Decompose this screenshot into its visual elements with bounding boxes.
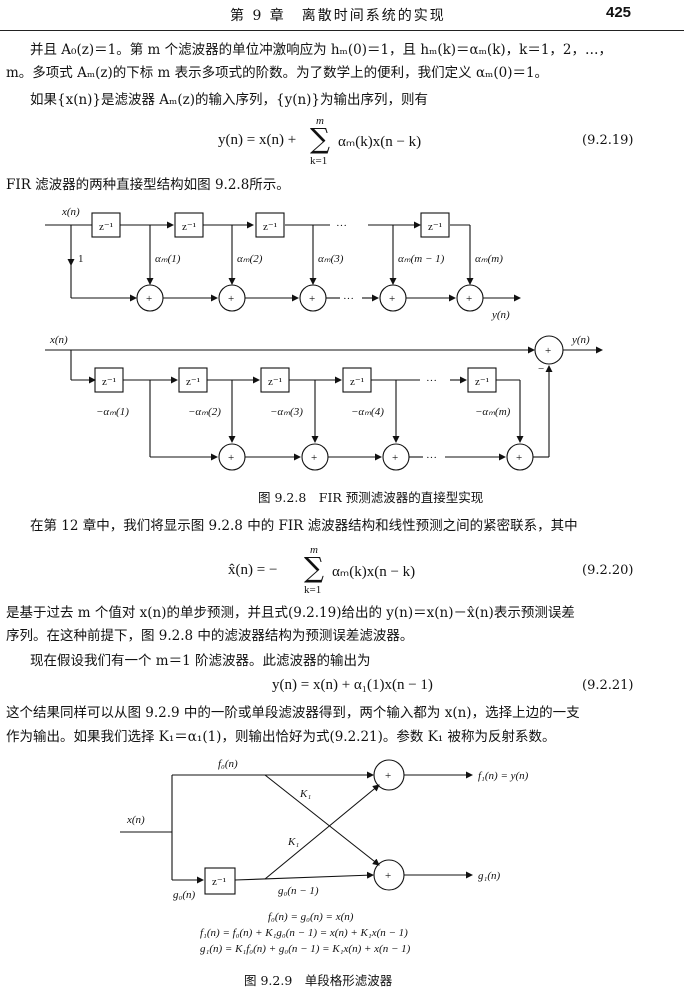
equation-9-2-20-rhs: αₘ(k)x(n − k) xyxy=(332,564,416,580)
figure-9-2-8-diagram: x(n) z⁻¹ z⁻¹ z⁻¹ z⁻¹ ··· 1 αₘ(1) αₘ(2) α… xyxy=(45,206,603,471)
bottom-gain-4: −αₘ(4) xyxy=(351,406,384,418)
bottom-delay-label-3: z⁻¹ xyxy=(268,376,282,388)
bottom-delay-label-5: z⁻¹ xyxy=(475,376,489,388)
top-gain-2: αₘ(2) xyxy=(237,253,263,265)
top-adder-sign-5: + xyxy=(466,293,472,305)
bottom-adder-sign-1: + xyxy=(228,452,234,464)
bottom-minus-sign: − xyxy=(538,363,544,375)
top-adder-sign-3: + xyxy=(309,293,315,305)
equation-9-2-19-number: (9.2.19) xyxy=(582,133,634,148)
top-delay-label-1: z⁻¹ xyxy=(99,221,113,233)
lattice-equation-1: f₀(n) = g₀(n) = x(n) xyxy=(268,911,354,923)
paragraph-1-line-2: m。多项式 Aₘ(z)的下标 m 表示多项式的阶数。为了数学上的便利，我们定义 … xyxy=(6,65,549,81)
top-ellipsis-upper: ··· xyxy=(336,220,347,232)
bottom-gain-1: −αₘ(1) xyxy=(96,406,129,418)
top-delay-label-3: z⁻¹ xyxy=(263,221,277,233)
equation-9-2-21: y(n) = x(n) + α₁(1)x(n − 1) xyxy=(272,677,433,693)
lattice-k1-top-label: K₁ xyxy=(299,788,311,800)
top-delay-box-2 xyxy=(174,212,204,238)
paragraph-2: 如果{x(n)}是滤波器 Aₘ(z)的输入序列，{y(n)}为输出序列，则有 xyxy=(30,92,429,108)
equation-9-2-20-lhs: x̂(n) = − xyxy=(228,562,278,578)
page-header xyxy=(0,0,684,31)
paragraph-7-line-1: 这个结果同样可以从图 9.2.9 中的一阶或单段滤波器得到，两个输入都为 x(n… xyxy=(6,705,580,721)
equation-9-2-20-sum-top: m xyxy=(310,544,318,556)
bottom-delay-label-4: z⁻¹ xyxy=(350,376,364,388)
page-number: 425 xyxy=(606,4,632,21)
equation-9-2-19-lhs: y(n) = x(n) + xyxy=(218,132,297,148)
top-gain-m: αₘ(m) xyxy=(475,253,503,265)
bottom-gain-2: −αₘ(2) xyxy=(188,406,221,418)
lattice-delay-label: z⁻¹ xyxy=(212,876,226,888)
paragraph-5-line-1: 是基于过去 m 个值对 x(n)的单步预测，并且式(9.2.19)给出的 y(n… xyxy=(6,605,575,621)
bottom-delay-label-1: z⁻¹ xyxy=(102,376,116,388)
bottom-adder-sign-3: + xyxy=(392,452,398,464)
equation-9-2-19-sum-bottom: k=1 xyxy=(310,155,328,167)
figure-9-2-9-caption: 图 9.2.9 单段格形滤波器 xyxy=(244,973,393,988)
lattice-f0-label: f₀(n) xyxy=(218,758,238,770)
bottom-adder-sign-2: + xyxy=(311,452,317,464)
top-input-label: x(n) xyxy=(61,206,80,218)
paragraph-5-line-2: 序列。在这种前提下，图 9.2.8 中的滤波器结构为预测误差滤波器。 xyxy=(6,628,414,644)
bottom-gain-m: −αₘ(m) xyxy=(475,406,511,418)
lattice-lower-adder-sign: + xyxy=(385,870,391,882)
top-gain-1: αₘ(1) xyxy=(155,253,181,265)
bottom-delay-label-2: z⁻¹ xyxy=(186,376,200,388)
figure-9-2-9-diagram: x(n) f₀(n) g₀(n) z⁻¹ g₀(n − 1) K₁ K₁ + +… xyxy=(120,758,529,955)
bottom-output-label: y(n) xyxy=(571,334,590,346)
top-adder-sign-2: + xyxy=(228,293,234,305)
lattice-f1-output-label: f₁(n) = y(n) xyxy=(478,770,529,782)
top-delay-box-3 xyxy=(255,212,285,238)
bottom-input-label: x(n) xyxy=(49,334,68,346)
lattice-equation-3: g₁(n) = K₁f₀(n) + g₀(n − 1) = K₁x(n) + x… xyxy=(200,943,411,955)
equation-9-2-21-number: (9.2.21) xyxy=(582,678,634,693)
lattice-k1-bottom-label: K₁ xyxy=(287,836,299,848)
top-gain-3: αₘ(3) xyxy=(318,253,344,265)
lattice-delay-box xyxy=(204,867,236,895)
paragraph-1-line-1: 并且 A₀(z)＝1。第 m 个滤波器的单位冲激响应为 hₘ(0)＝1，且 hₘ… xyxy=(30,42,612,58)
equation-9-2-19-sum-top: m xyxy=(316,115,324,127)
lattice-upper-adder-sign: + xyxy=(385,770,391,782)
lattice-g0-label: g₀(n) xyxy=(173,889,195,901)
equation-9-2-20-sigma: ∑ xyxy=(304,551,324,584)
top-delay-label-4: z⁻¹ xyxy=(428,221,442,233)
paragraph-4: 在第 12 章中，我们将显示图 9.2.8 中的 FIR 滤波器结构和线性预测之… xyxy=(30,518,578,534)
bottom-output-adder-sign: + xyxy=(545,345,551,357)
equation-9-2-19-sigma: ∑ xyxy=(310,122,330,155)
chapter-title: 第 9 章 离散时间系统的实现 xyxy=(230,8,446,24)
equation-9-2-19-rhs: αₘ(k)x(n − k) xyxy=(338,134,422,150)
paragraph-3: FIR 滤波器的两种直接型结构如图 9.2.8所示。 xyxy=(6,177,290,193)
paragraph-7-line-2: 作为输出。如果我们选择 K₁＝α₁(1)，则输出恰好为式(9.2.21)。参数 … xyxy=(6,729,556,745)
top-delay-box-1 xyxy=(91,212,121,238)
paragraph-6: 现在假设我们有一个 m＝1 阶滤波器。此滤波器的输出为 xyxy=(30,653,371,669)
bottom-gain-3: −αₘ(3) xyxy=(270,406,303,418)
lattice-g0-delayed-label: g₀(n − 1) xyxy=(278,885,319,897)
top-delay-label-2: z⁻¹ xyxy=(182,221,196,233)
top-output-label: y(n) xyxy=(491,309,510,321)
top-ellipsis-lower: ··· xyxy=(343,293,354,305)
lattice-g1-output-label: g₁(n) xyxy=(478,870,500,882)
lattice-input-label: x(n) xyxy=(126,814,145,826)
equation-9-2-20-number: (9.2.20) xyxy=(582,563,634,578)
top-adder-sign-1: + xyxy=(146,293,152,305)
figure-9-2-8-caption: 图 9.2.8 FIR 预测滤波器的直接型实现 xyxy=(258,490,484,505)
equation-9-2-20-sum-bottom: k=1 xyxy=(304,584,322,596)
top-gain-unity: 1 xyxy=(78,253,84,265)
bottom-adder-sign-4: + xyxy=(516,452,522,464)
top-delay-box-4 xyxy=(420,212,450,238)
bottom-ellipsis-upper: ··· xyxy=(426,375,437,387)
bottom-ellipsis-lower: ··· xyxy=(426,452,437,464)
top-adder-sign-4: + xyxy=(389,293,395,305)
lattice-equation-2: f₁(n) = f₀(n) + K₁g₀(n − 1) = x(n) + K₁x… xyxy=(200,927,408,939)
top-gain-m-minus-1: αₘ(m − 1) xyxy=(398,253,445,265)
